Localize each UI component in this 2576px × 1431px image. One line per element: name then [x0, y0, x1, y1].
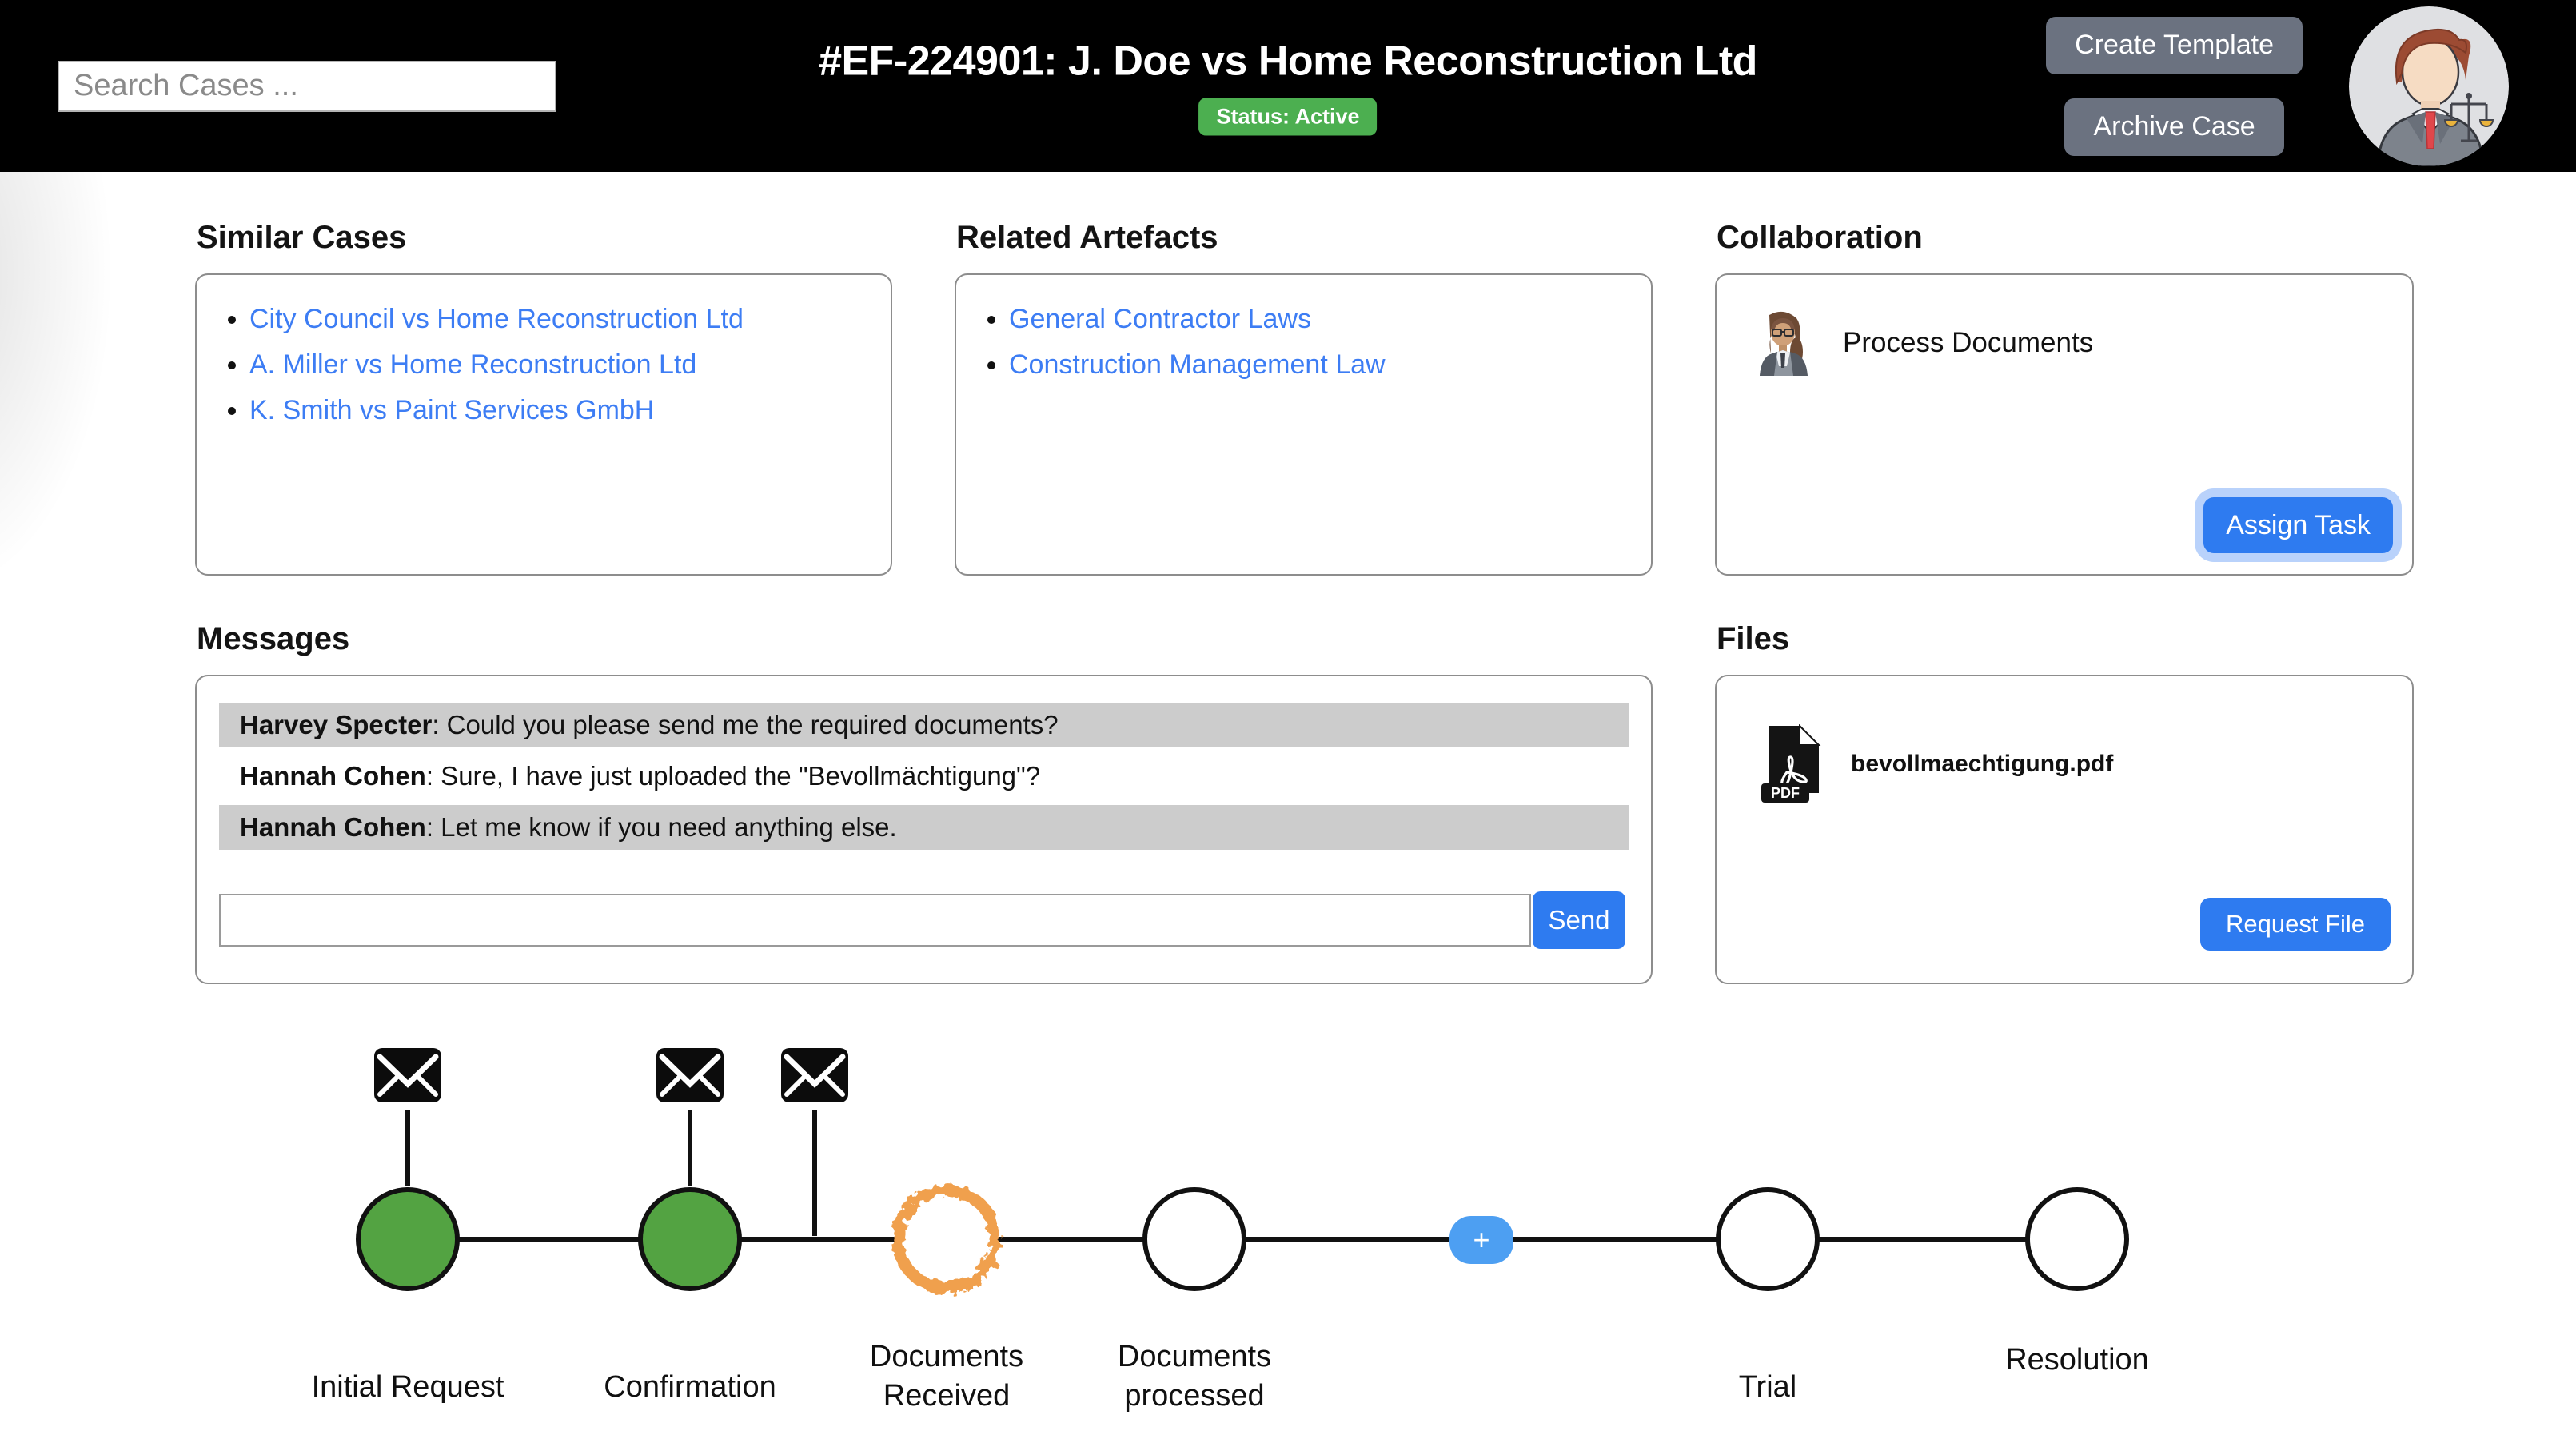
archive-case-button[interactable]: Archive Case	[2064, 98, 2284, 156]
collaboration-box: Process Documents Assign Task	[1715, 273, 2414, 576]
case-link[interactable]: A. Miller vs Home Reconstruction Ltd	[249, 349, 697, 380]
envelope-stem	[688, 1110, 692, 1186]
timeline-step-label: Documents processed	[1117, 1340, 1272, 1413]
mail-envelope-icon	[374, 1048, 441, 1102]
case-header: #EF-224901: J. Doe vs Home Reconstructio…	[819, 37, 1757, 135]
list-item: General Contractor Laws	[1009, 304, 1651, 335]
envelope-stem	[405, 1110, 410, 1186]
list-item: Construction Management Law	[1009, 349, 1651, 381]
send-button[interactable]: Send	[1533, 891, 1625, 949]
timeline-step-label: Initial Request	[311, 1370, 504, 1404]
similar-cases-list: City Council vs Home Reconstruction Ltd …	[197, 304, 891, 426]
case-timeline: + Initial Request Confirmation Documents…	[0, 1028, 2576, 1431]
timeline-step-circle	[356, 1187, 460, 1291]
header-button-column: Create Template Archive Case	[2046, 16, 2303, 156]
files-title: Files	[1717, 621, 1790, 656]
app-header: #EF-224901: J. Doe vs Home Reconstructio…	[0, 0, 2576, 172]
mail-envelope-icon	[656, 1048, 724, 1102]
assign-task-button[interactable]: Assign Task	[2203, 497, 2393, 553]
case-link[interactable]: K. Smith vs Paint Services GmbH	[249, 395, 655, 425]
svg-text:PDF: PDF	[1771, 785, 1800, 801]
colleague-avatar-icon	[1760, 311, 1808, 376]
task-label: Process Documents	[1843, 327, 2094, 358]
user-avatar[interactable]	[2349, 6, 2509, 166]
list-item: A. Miller vs Home Reconstruction Ltd	[249, 349, 891, 381]
create-template-button[interactable]: Create Template	[2046, 16, 2303, 74]
timeline-step-label: Confirmation	[604, 1370, 776, 1404]
case-link[interactable]: Construction Management Law	[1009, 349, 1386, 380]
similar-cases-box: City Council vs Home Reconstruction Ltd …	[195, 273, 892, 576]
similar-cases-title: Similar Cases	[197, 220, 407, 255]
message-row: Harvey Specter: Could you please send me…	[219, 703, 1629, 747]
message-composer: Send	[219, 891, 1625, 949]
lawyer-avatar-icon	[2349, 6, 2509, 166]
messages-title: Messages	[197, 621, 350, 656]
messages-box: Harvey Specter: Could you please send me…	[195, 675, 1653, 984]
case-link[interactable]: City Council vs Home Reconstruction Ltd	[249, 304, 744, 334]
task-row: Process Documents	[1717, 275, 2412, 376]
timeline-step-circle	[1142, 1187, 1246, 1291]
files-box: PDF bevollmaechtigung.pdf Request File	[1715, 675, 2414, 984]
timeline-step-circle	[1716, 1187, 1820, 1291]
files-panel: Files PDF bevollmaechtigung.pdf Request …	[1715, 621, 2414, 984]
related-artefacts-list: General Contractor Laws Construction Man…	[956, 304, 1651, 381]
case-link[interactable]: General Contractor Laws	[1009, 304, 1311, 334]
list-item: City Council vs Home Reconstruction Ltd	[249, 304, 891, 335]
timeline-step-circle	[2025, 1187, 2129, 1291]
related-artefacts-panel: Related Artefacts General Contractor Law…	[955, 220, 1653, 576]
assignee-avatar	[1758, 310, 1809, 376]
search-input[interactable]	[58, 60, 556, 112]
timeline-step-label: Resolution	[2005, 1343, 2149, 1377]
message-row: Hannah Cohen: Sure, I have just uploaded…	[240, 761, 1041, 791]
pdf-file-icon: PDF	[1760, 723, 1822, 804]
status-badge: Status: Active	[1198, 98, 1378, 135]
messages-panel: Messages Harvey Specter: Could you pleas…	[195, 621, 1653, 984]
similar-cases-panel: Similar Cases City Council vs Home Recon…	[195, 220, 892, 576]
timeline-step-label: Trial	[1738, 1370, 1797, 1404]
page-edge-shadow	[0, 172, 208, 1011]
file-name: bevollmaechtigung.pdf	[1851, 751, 2114, 777]
page-title: #EF-224901: J. Doe vs Home Reconstructio…	[819, 38, 1757, 84]
message-input[interactable]	[219, 894, 1531, 947]
file-row[interactable]: PDF bevollmaechtigung.pdf	[1717, 676, 2412, 804]
envelope-stem	[812, 1110, 817, 1236]
related-artefacts-title: Related Artefacts	[956, 220, 1218, 255]
add-step-button[interactable]: +	[1449, 1216, 1513, 1264]
header-actions: Create Template Archive Case	[2046, 6, 2576, 166]
list-item: K. Smith vs Paint Services GmbH	[249, 395, 891, 426]
mail-envelope-icon	[781, 1048, 848, 1102]
timeline-step-label: Documents Received	[869, 1340, 1024, 1413]
message-list: Harvey Specter: Could you please send me…	[197, 676, 1651, 850]
message-row: Hannah Cohen: Let me know if you need an…	[219, 805, 1629, 850]
request-file-button[interactable]: Request File	[2199, 898, 2391, 951]
timeline-current-step-circle	[891, 1184, 1002, 1294]
collaboration-panel: Collaboration	[1715, 220, 2414, 576]
timeline-step-circle	[638, 1187, 742, 1291]
collaboration-title: Collaboration	[1717, 220, 1923, 255]
related-artefacts-box: General Contractor Laws Construction Man…	[955, 273, 1653, 576]
